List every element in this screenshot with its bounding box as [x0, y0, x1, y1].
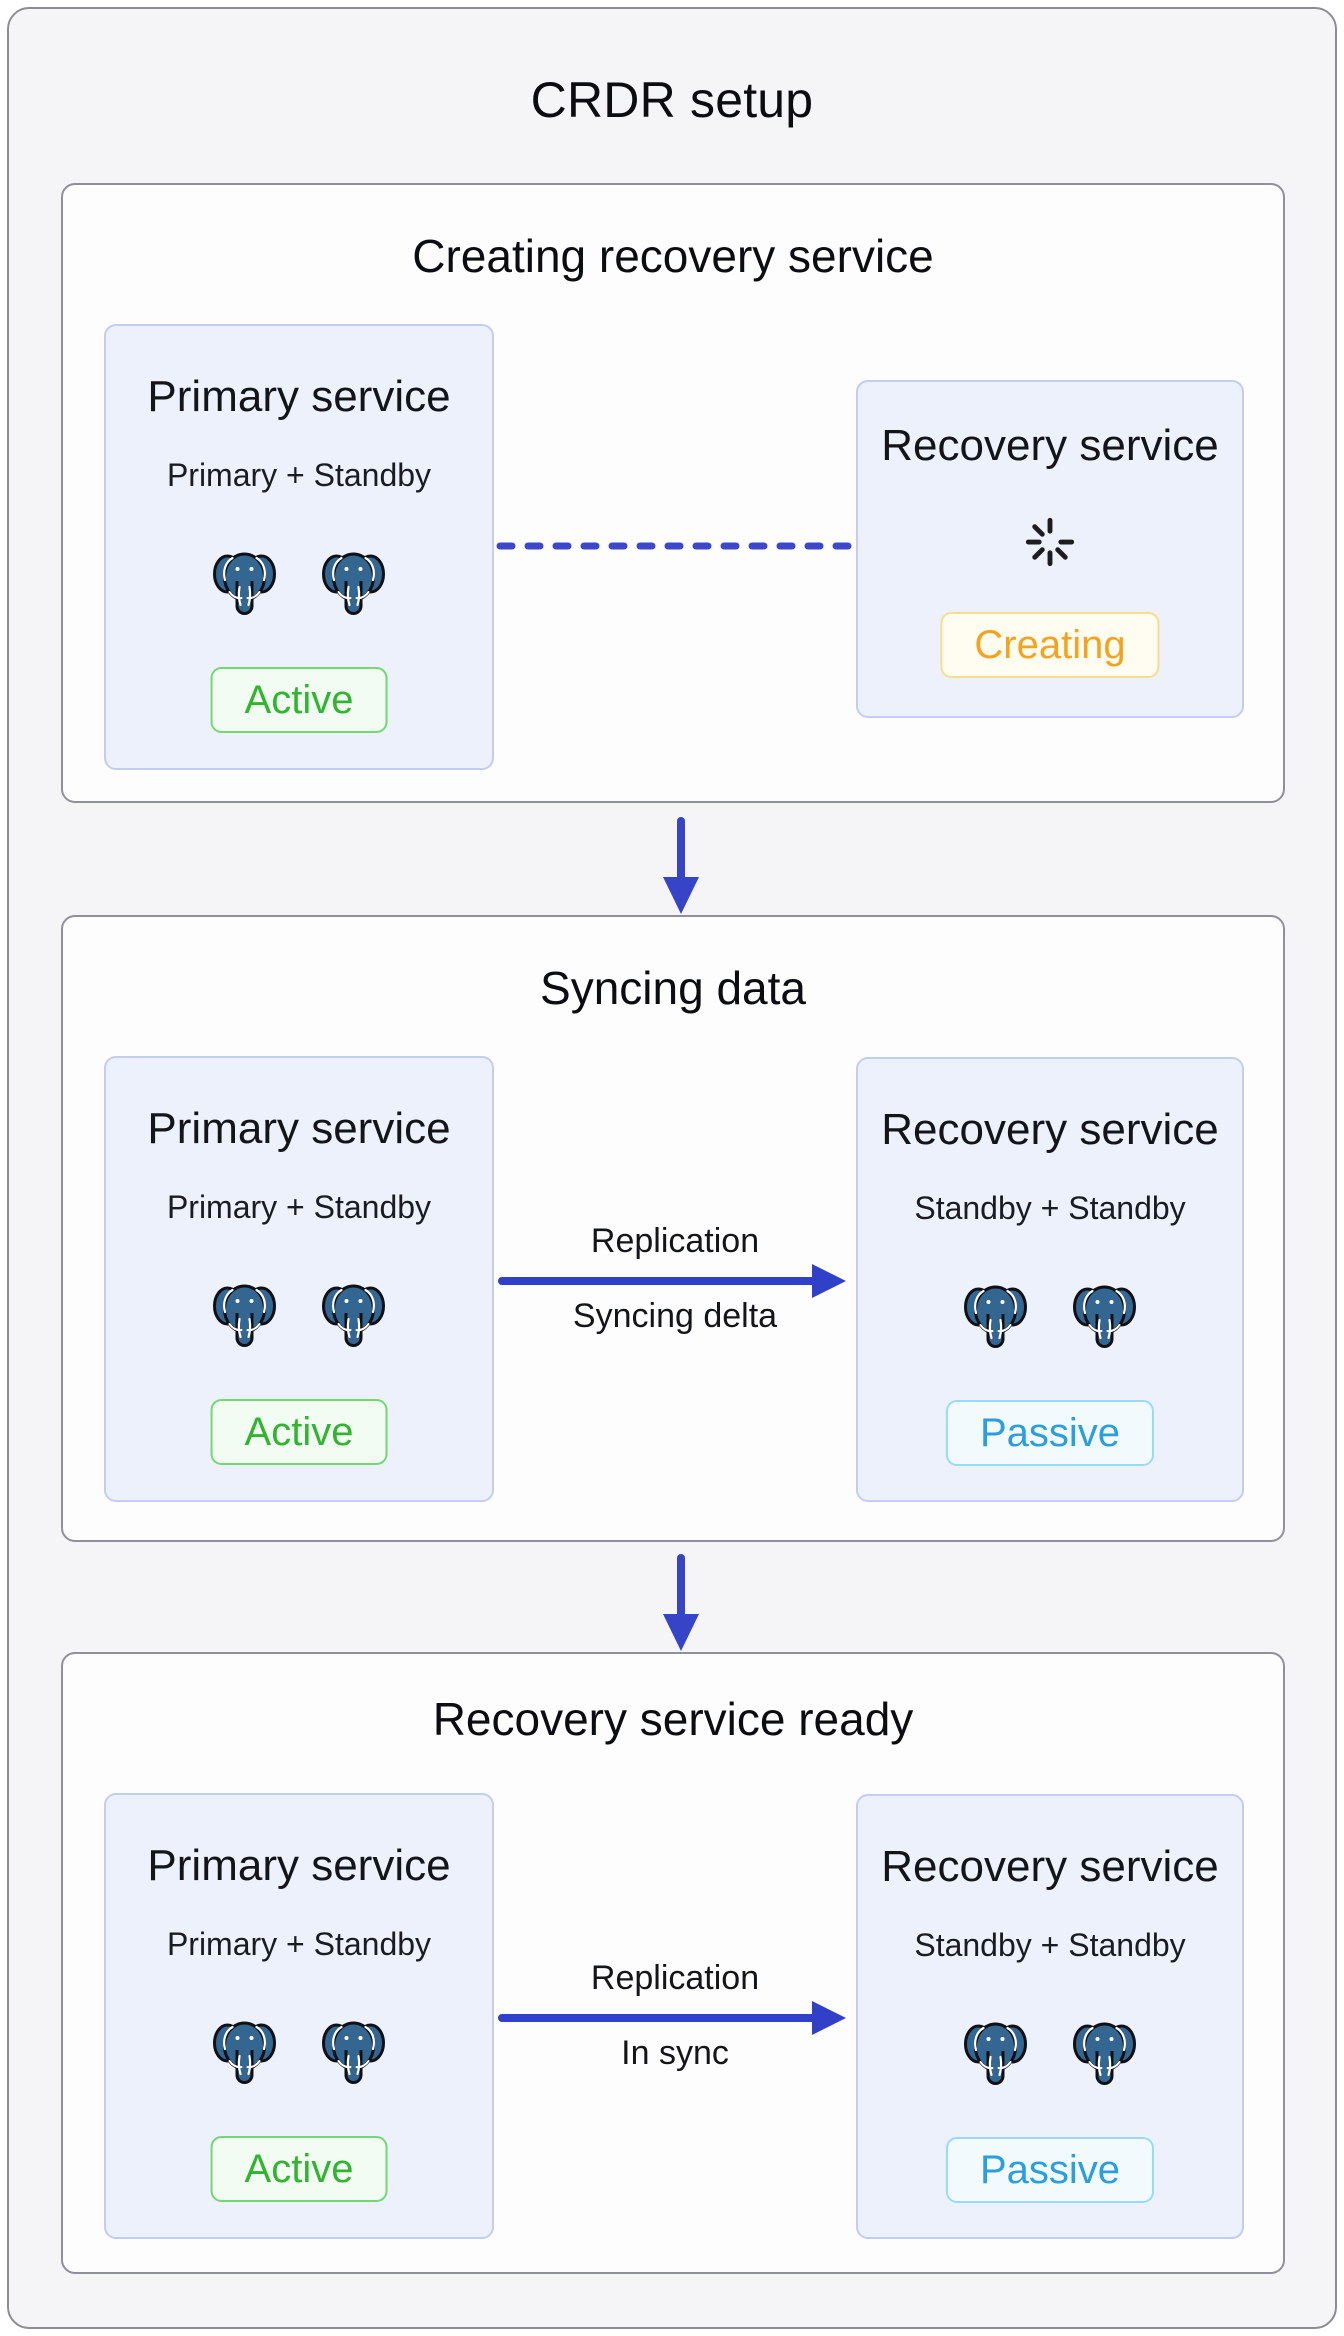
card-title: Primary service — [147, 1104, 451, 1153]
card-title: Recovery service — [881, 421, 1219, 470]
postgresql-elephant-icon — [1072, 1280, 1137, 1352]
card-title: Primary service — [147, 1841, 451, 1890]
database-icon-row — [106, 547, 492, 619]
card-subtitle: Primary + Standby — [166, 1189, 432, 1225]
recovery-service-card: Recovery service Standby + Standby Passi… — [856, 1794, 1244, 2239]
postgresql-elephant-icon — [212, 2016, 277, 2088]
status-badge: Active — [210, 2136, 388, 2202]
postgresql-elephant-icon — [321, 2016, 386, 2088]
postgresql-elephant-icon — [963, 1280, 1028, 1352]
stage-syncing-data: Syncing data Primary service Primary + S… — [61, 915, 1285, 1542]
postgresql-elephant-icon — [963, 2017, 1028, 2089]
card-title: Primary service — [147, 372, 451, 421]
postgresql-elephant-icon — [321, 1279, 386, 1351]
loading-spinner-icon — [1024, 516, 1076, 568]
postgresql-elephant-icon — [212, 1279, 277, 1351]
sync-state-label: In sync — [621, 2034, 729, 2072]
diagram-canvas: CRDR setup Creating recovery service Pri… — [7, 7, 1337, 2329]
database-icon-row — [858, 2017, 1242, 2089]
card-subtitle: Primary + Standby — [166, 457, 432, 493]
card-subtitle: Standby + Standby — [914, 1190, 1186, 1226]
replication-label: Replication — [590, 1959, 760, 1997]
card-subtitle: Primary + Standby — [166, 1926, 432, 1962]
postgresql-elephant-icon — [212, 547, 277, 619]
replication-arrow-icon — [498, 1264, 846, 1298]
card-title: Recovery service — [881, 1842, 1219, 1891]
status-badge: Active — [210, 667, 388, 733]
replication-label: Replication — [590, 1222, 760, 1260]
database-icon-row — [106, 2016, 492, 2088]
stage-title: Creating recovery service — [412, 230, 934, 282]
status-badge: Creating — [940, 612, 1160, 678]
status-badge: Passive — [945, 1400, 1155, 1466]
status-badge: Active — [210, 1399, 388, 1465]
dashed-link-icon — [496, 542, 856, 550]
stage-recovery-service-ready: Recovery service ready Primary service P… — [61, 1652, 1285, 2274]
postgresql-elephant-icon — [321, 547, 386, 619]
card-title: Recovery service — [881, 1105, 1219, 1154]
sync-state-label: Syncing delta — [572, 1297, 778, 1335]
database-icon-row — [106, 1279, 492, 1351]
flow-down-arrow-icon — [663, 817, 699, 914]
postgresql-elephant-icon — [1072, 2017, 1137, 2089]
page-title: CRDR setup — [530, 72, 814, 128]
recovery-service-card: Recovery service Standby + Standby Passi… — [856, 1057, 1244, 1502]
status-badge: Passive — [945, 2137, 1155, 2203]
recovery-service-card: Recovery service Creating — [856, 380, 1244, 718]
replication-arrow-icon — [498, 2001, 846, 2035]
flow-down-arrow-icon — [663, 1554, 699, 1651]
stage-creating-recovery-service: Creating recovery service Primary servic… — [61, 183, 1285, 803]
stage-title: Syncing data — [540, 962, 806, 1014]
primary-service-card: Primary service Primary + Standby Active — [104, 1793, 494, 2239]
primary-service-card: Primary service Primary + Standby Active — [104, 324, 494, 770]
card-subtitle: Standby + Standby — [914, 1927, 1186, 1963]
primary-service-card: Primary service Primary + Standby Active — [104, 1056, 494, 1502]
stage-title: Recovery service ready — [432, 1693, 914, 1745]
database-icon-row — [858, 1280, 1242, 1352]
